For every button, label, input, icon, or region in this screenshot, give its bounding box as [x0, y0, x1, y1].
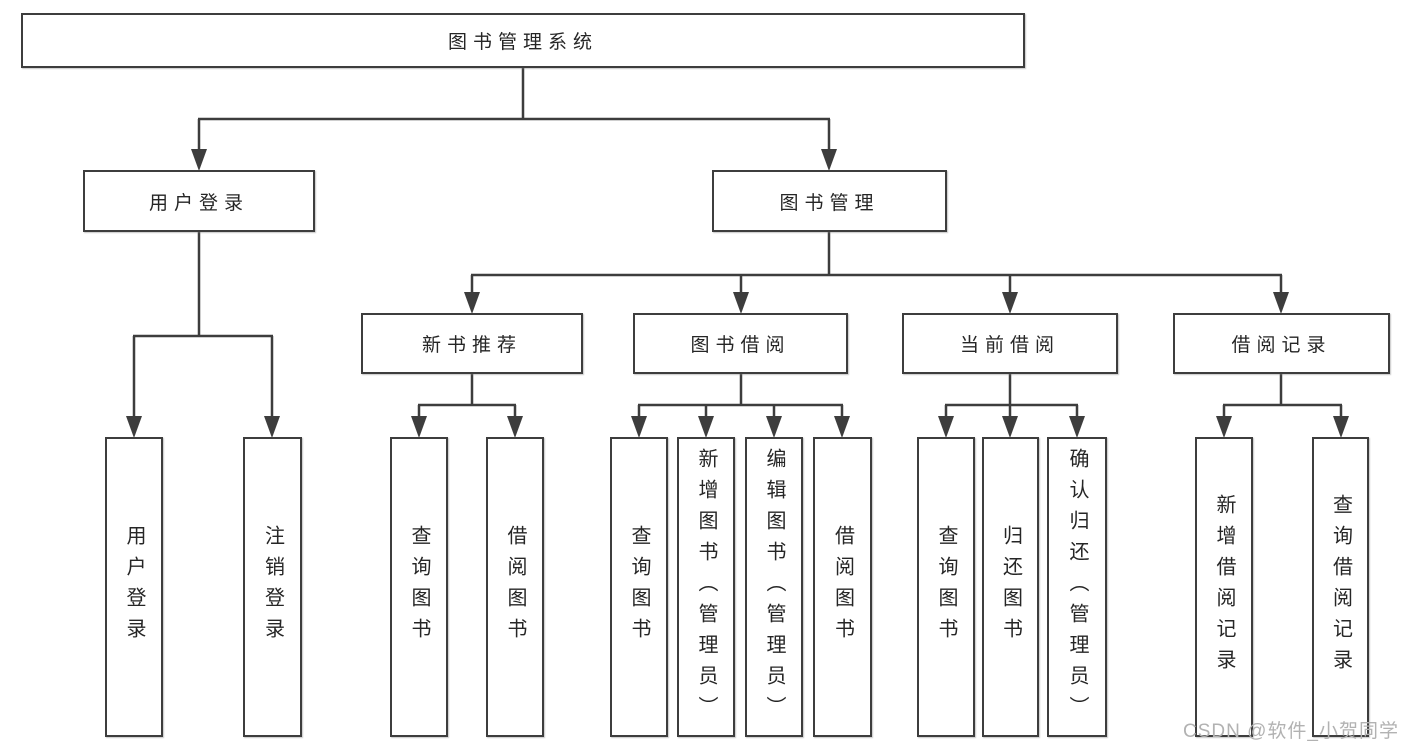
leaf-borrow-books-borrowing: 借阅图书 [813, 437, 872, 737]
leaf-user-login: 用户登录 [105, 437, 163, 737]
node-new-book-recommend: 新书推荐 [361, 313, 583, 374]
leaf-add-books-admin: 新增图书（管理员） [677, 437, 735, 737]
node-current-borrowing: 当前借阅 [902, 313, 1118, 374]
node-book-management: 图书管理 [712, 170, 947, 232]
leaf-return-books: 归还图书 [982, 437, 1039, 737]
leaf-borrow-books-recommend: 借阅图书 [486, 437, 544, 737]
leaf-confirm-return-admin: 确认归还（管理员） [1047, 437, 1107, 737]
leaf-query-books-recommend: 查询图书 [390, 437, 448, 737]
node-borrowing-records: 借阅记录 [1173, 313, 1390, 374]
leaf-edit-books-admin: 编辑图书（管理员） [745, 437, 803, 737]
node-book-borrowing: 图书借阅 [633, 313, 848, 374]
leaf-logout: 注销登录 [243, 437, 302, 737]
node-root-system: 图书管理系统 [21, 13, 1025, 68]
leaf-query-borrow-record: 查询借阅记录 [1312, 437, 1369, 737]
leaf-query-books-borrowing: 查询图书 [610, 437, 668, 737]
csdn-watermark: CSDN @软件_小贺同学 [1183, 721, 1399, 742]
leaf-add-borrow-record: 新增借阅记录 [1195, 437, 1253, 737]
leaf-query-books-current: 查询图书 [917, 437, 975, 737]
node-user-login: 用户登录 [83, 170, 315, 232]
